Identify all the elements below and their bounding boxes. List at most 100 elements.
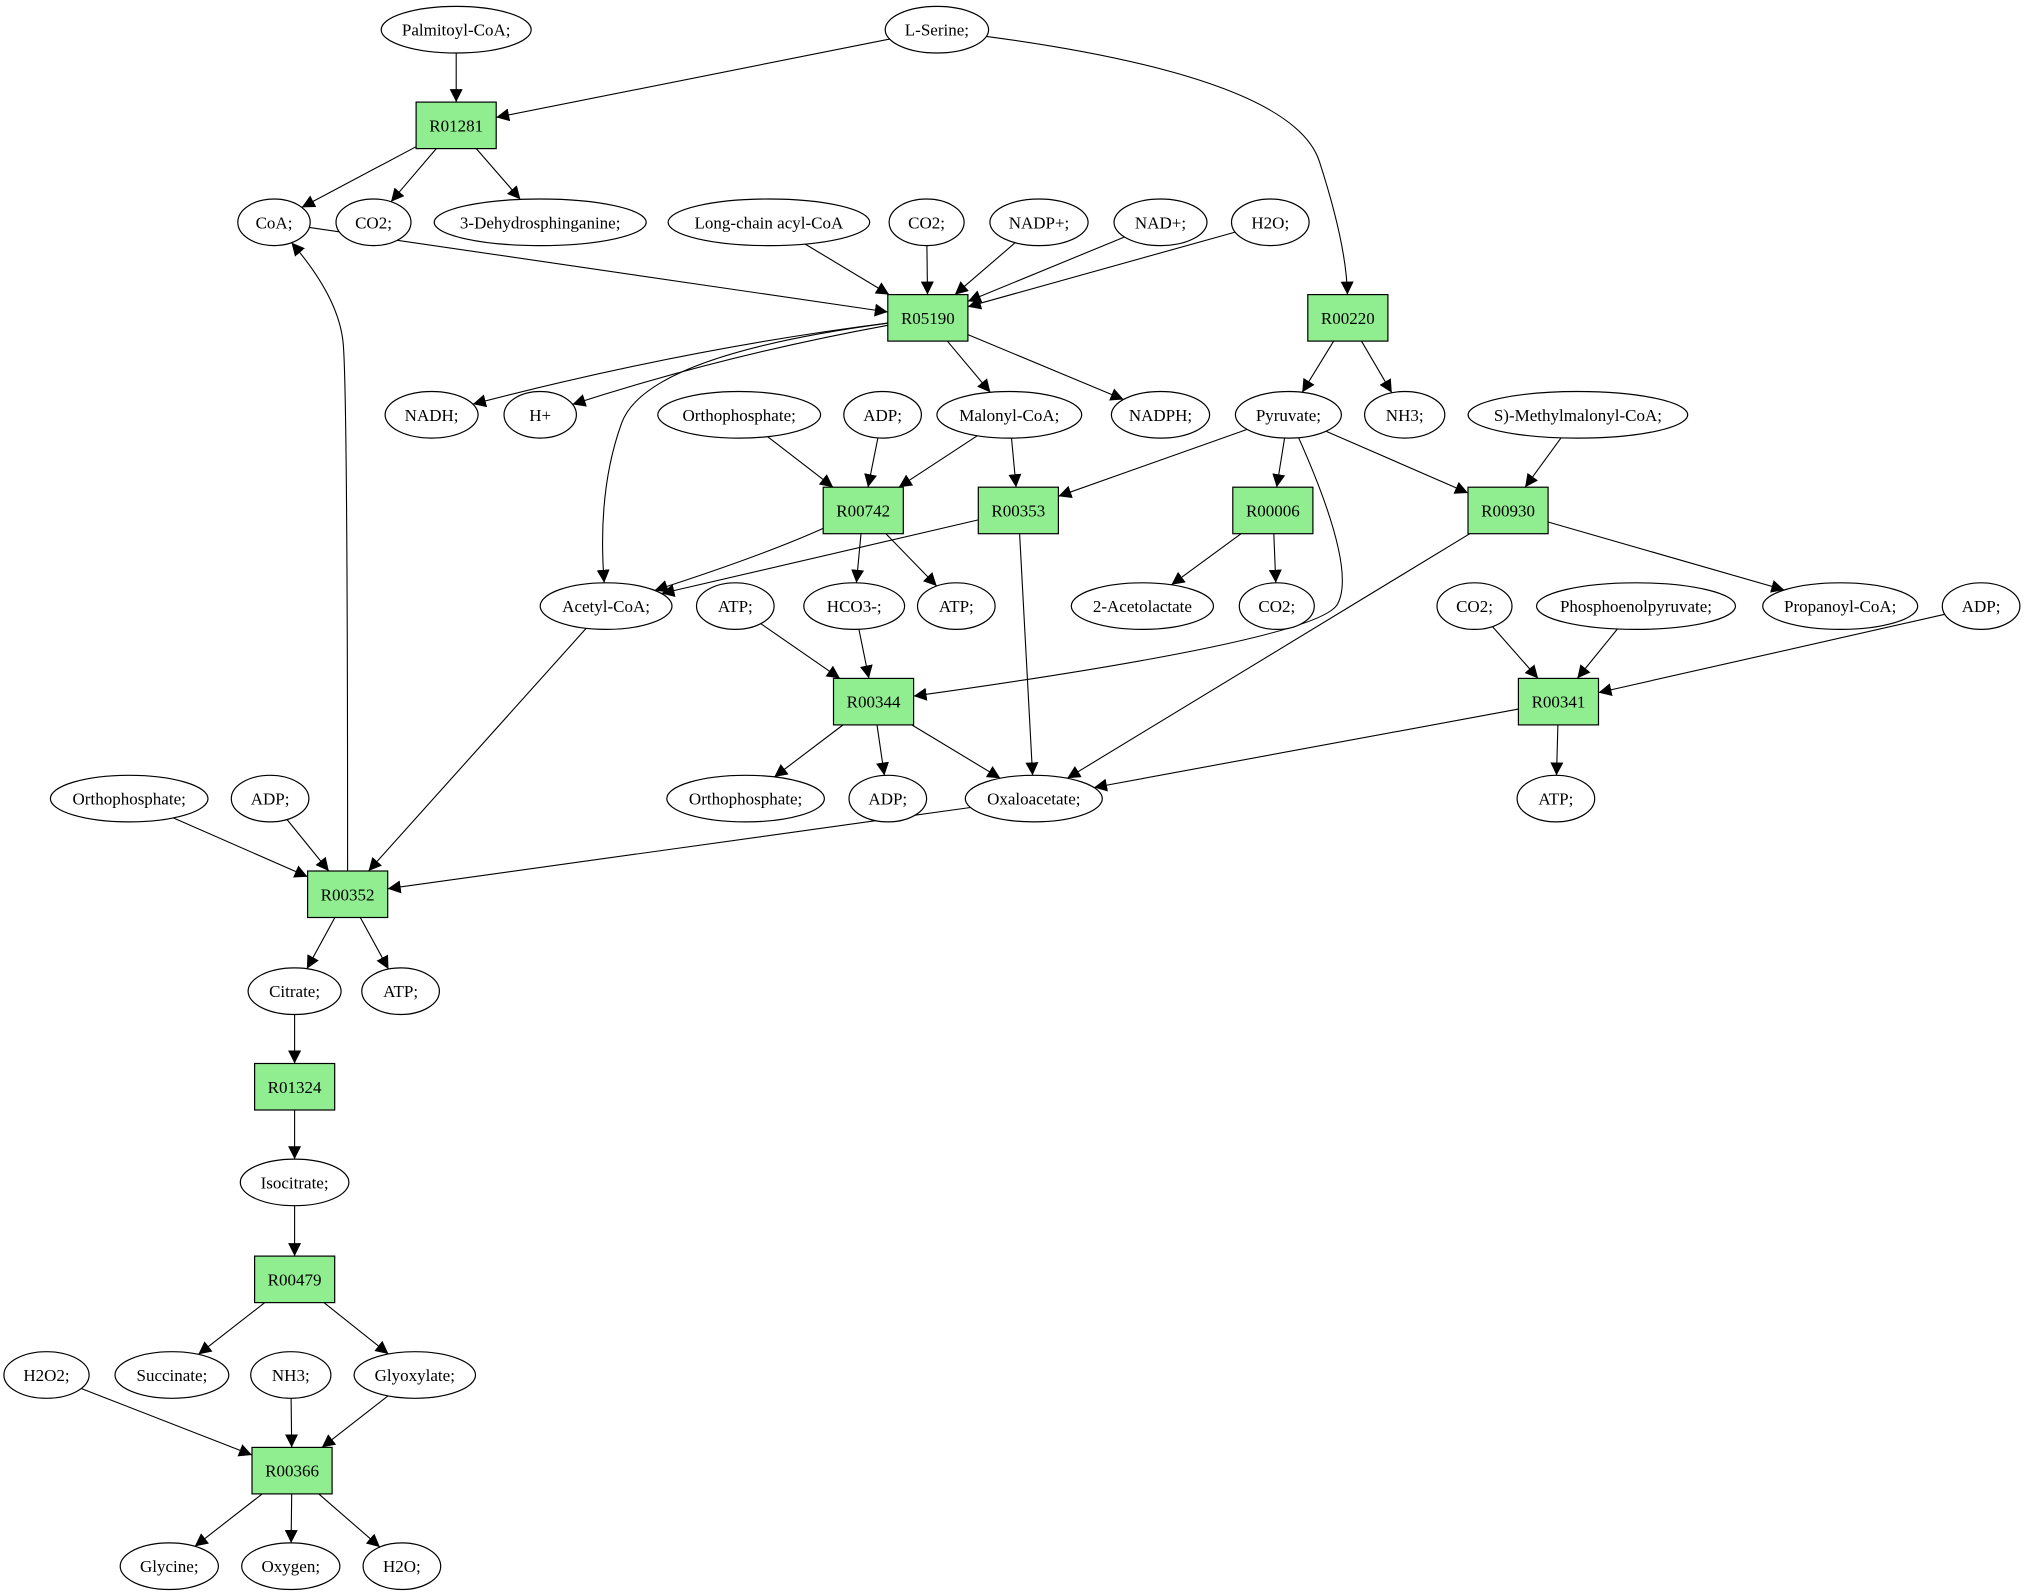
edge-adp-d-to-r00352 [286,819,330,872]
compound-ellipse [3,1351,90,1399]
compound-ellipse [114,1351,230,1399]
compound-node-isocitrate[interactable]: Isocitrate; [239,1158,350,1207]
compound-node-pyruvate[interactable]: Pyruvate; [1234,390,1343,439]
compound-node-adp-c[interactable]: ADP; [848,774,928,823]
compound-node-citrate[interactable]: Citrate; [247,967,342,1016]
compound-ellipse [335,198,412,247]
compound-node-orthophosphate-c[interactable]: Orthophosphate; [49,774,209,823]
compound-node-nadp[interactable]: NADP+; [989,198,1089,247]
compound-node-adp-a[interactable]: ADP; [843,390,922,439]
reaction-box [977,486,1059,535]
node-label: H2O; [1251,213,1289,232]
compound-node-orthophosphate-a[interactable]: Orthophosphate; [657,390,822,439]
compound-ellipse [503,390,578,439]
compound-ellipse [1535,582,1737,630]
compound-ellipse [1070,582,1215,630]
edge-r05190-to-nadh [472,322,888,408]
edge-l-serine-to-r00220 [986,35,1354,295]
reaction-node-r00352[interactable]: R00352 [307,870,389,919]
reaction-node-r00930[interactable]: R00930 [1467,486,1549,535]
reaction-box [1467,486,1549,535]
reaction-node-r01281[interactable]: R01281 [415,101,497,150]
compound-node-atp-a[interactable]: ATP; [695,582,775,630]
compound-node-atp-c[interactable]: ATP; [1516,774,1596,823]
compound-node-nadph[interactable]: NADPH; [1110,390,1211,439]
compound-node-h2o-a[interactable]: H2O; [1230,198,1310,247]
compound-node-propanoyl-coa[interactable]: Propanoyl-CoA; [1762,582,1919,630]
compound-node-dehydrosphinganine[interactable]: 3-Dehydrosphinganine; [433,198,647,247]
node-label: Glyoxylate; [375,1366,455,1385]
edge-r00352-to-coa [291,242,349,872]
reaction-node-r00353[interactable]: R00353 [977,486,1059,535]
node-label: Propanoyl-CoA; [1784,597,1896,616]
edge-r05190-to-acetyl-coa [596,322,888,583]
compound-node-adp-b[interactable]: ADP; [1941,582,2021,630]
compound-node-glyoxylate[interactable]: Glyoxylate; [353,1351,477,1399]
compound-node-atp-b[interactable]: ATP; [916,582,996,630]
compound-node-atp-d[interactable]: ATP; [361,967,441,1016]
edge-r05190-to-hplus [572,324,888,407]
node-label: 2-Acetolactate [1093,597,1192,616]
compound-node-oxaloacetate[interactable]: Oxaloacetate; [964,774,1103,823]
compound-node-h2o-b[interactable]: H2O; [362,1542,442,1591]
compound-node-long-chain-acyl-coa[interactable]: Long-chain acyl-CoA [667,198,871,247]
reaction-node-r00006[interactable]: R00006 [1232,486,1314,535]
compound-node-acetyl-coa[interactable]: Acetyl-CoA; [539,582,673,630]
reaction-node-r00220[interactable]: R00220 [1307,294,1389,342]
node-label: H+ [529,406,551,425]
compound-ellipse [119,1542,220,1591]
compound-node-succinate[interactable]: Succinate; [114,1351,230,1399]
compound-node-palmitoyl-coa[interactable]: Palmitoyl-CoA; [380,5,532,54]
edge-r00353-to-acetyl-coa [661,519,979,597]
compound-node-methylmalonyl-coa[interactable]: S)-Methylmalonyl-CoA; [1467,390,1689,439]
edge-orthophosphate-c-to-r00352 [173,817,308,878]
compound-node-nadh[interactable]: NADH; [384,390,479,439]
node-label: H2O; [383,1557,421,1576]
reaction-box [832,677,915,726]
compound-node-l-serine[interactable]: L-Serine; [884,5,990,54]
reaction-node-r00344[interactable]: R00344 [832,677,915,726]
compound-node-co2-d[interactable]: CO2; [1436,582,1513,630]
compound-node-glycine[interactable]: Glycine; [119,1542,220,1591]
compound-node-h2o2[interactable]: H2O2; [3,1351,90,1399]
node-label: Oxygen; [262,1557,321,1576]
reaction-node-r00366[interactable]: R00366 [251,1446,333,1495]
compound-node-hco3[interactable]: HCO3-; [803,582,906,630]
reaction-node-r01324[interactable]: R01324 [254,1062,336,1111]
compound-node-hplus[interactable]: H+ [503,390,578,439]
compound-node-nh3-a[interactable]: NH3; [1363,390,1446,439]
node-label: NH3; [1386,406,1424,425]
compound-node-co2-c[interactable]: CO2; [1238,582,1315,630]
node-label: Citrate; [269,982,320,1001]
compound-node-acetolactate[interactable]: 2-Acetolactate [1070,582,1215,630]
reaction-node-r00341[interactable]: R00341 [1517,677,1600,726]
compound-ellipse [247,967,342,1016]
compound-ellipse [667,198,871,247]
edge-pep-to-r00341 [1576,628,1618,679]
reaction-node-r00479[interactable]: R00479 [254,1255,336,1304]
edge-r00341-to-oxaloacetate [1093,708,1519,792]
reaction-node-r00742[interactable]: R00742 [822,486,904,535]
node-label: NADP+; [1009,213,1070,232]
reaction-box [1232,486,1314,535]
node-label: H2O2; [23,1366,69,1385]
compound-node-pep[interactable]: Phosphoenolpyruvate; [1535,582,1737,630]
edge-long-chain-acyl-coa-to-r05190 [804,243,890,296]
reaction-node-r05190[interactable]: R05190 [887,294,969,342]
compound-node-co2-a[interactable]: CO2; [335,198,412,247]
compound-node-coa[interactable]: CoA; [237,198,311,247]
compound-node-nad[interactable]: NAD+; [1113,198,1208,247]
compound-ellipse [1110,390,1211,439]
compound-node-adp-d[interactable]: ADP; [230,774,310,823]
edge-r00344-to-adp-c [876,724,889,776]
compound-ellipse [1234,390,1343,439]
compound-node-nh3-b[interactable]: NH3; [250,1351,332,1399]
compound-node-co2-b[interactable]: CO2; [888,198,965,247]
node-label: S)-Methylmalonyl-CoA; [1494,406,1662,425]
compound-ellipse [380,5,532,54]
compound-node-oxygen[interactable]: Oxygen; [241,1542,341,1591]
edge-h2o2-to-r00366 [81,1387,253,1457]
compound-node-malonyl-coa[interactable]: Malonyl-CoA; [936,390,1083,439]
node-label: R00366 [265,1462,319,1481]
compound-node-orthophosphate-b[interactable]: Orthophosphate; [666,774,825,823]
